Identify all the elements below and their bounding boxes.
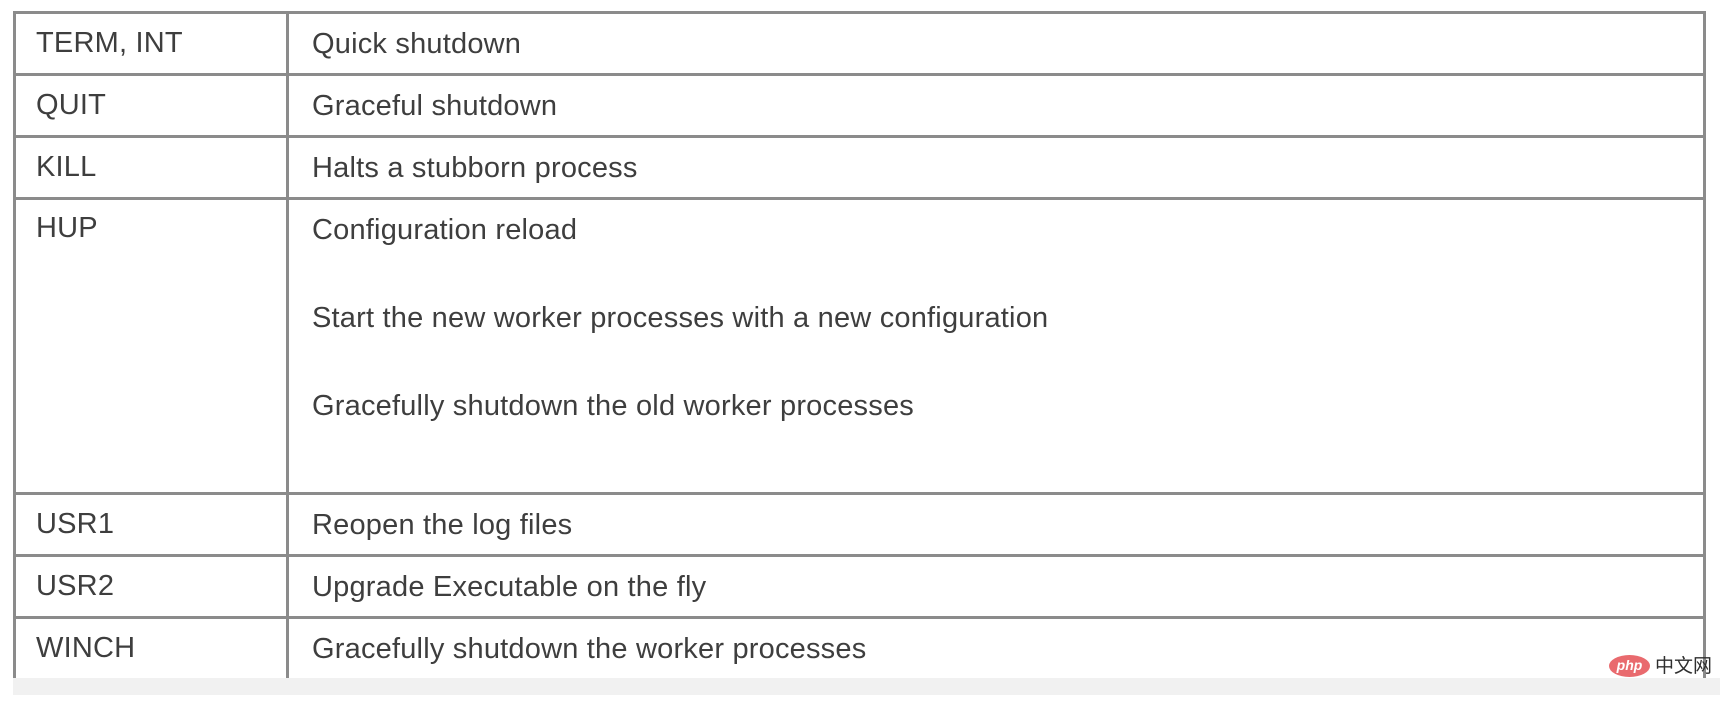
signal-cell: QUIT — [13, 73, 289, 138]
description-line: Quick shutdown — [312, 27, 522, 60]
signal-cell: KILL — [13, 135, 289, 200]
description-line: Graceful shutdown — [312, 89, 558, 122]
description-cell: Reopen the log files — [286, 492, 1706, 557]
signals-table: TERM, INT Quick shutdown QUIT Graceful s… — [13, 11, 1706, 681]
description-line: Gracefully shutdown the worker processes — [312, 632, 867, 665]
description-line: Halts a stubborn process — [312, 151, 638, 184]
footer-strip — [13, 678, 1720, 695]
description-cell: Halts a stubborn process — [286, 135, 1706, 200]
signal-cell: USR2 — [13, 554, 289, 619]
description-line: Start the new worker processes with a ne… — [312, 302, 1049, 334]
signal-cell: USR1 — [13, 492, 289, 557]
signal-cell: TERM, INT — [13, 11, 289, 76]
signal-cell: WINCH — [13, 616, 289, 681]
table-row: TERM, INT Quick shutdown — [13, 11, 1706, 76]
description-cell: Upgrade Executable on the fly — [286, 554, 1706, 619]
watermark-site-name: 中文网 — [1654, 655, 1712, 677]
table-row: QUIT Graceful shutdown — [13, 73, 1706, 138]
table-row: KILL Halts a stubborn process — [13, 135, 1706, 200]
description-cell: Quick shutdown — [286, 11, 1706, 76]
watermark: php 中文网 — [1608, 655, 1712, 677]
description-line: Reopen the log files — [312, 508, 573, 541]
description-line: Upgrade Executable on the fly — [312, 570, 707, 603]
table-row: USR2 Upgrade Executable on the fly — [13, 554, 1706, 619]
description-line: Gracefully shutdown the old worker proce… — [312, 390, 914, 422]
signals-table-body: TERM, INT Quick shutdown QUIT Graceful s… — [13, 11, 1706, 681]
description-cell: Gracefully shutdown the worker processes — [286, 616, 1706, 681]
description-cell: Graceful shutdown — [286, 73, 1706, 138]
signal-cell: HUP — [13, 197, 289, 495]
table-row: USR1 Reopen the log files — [13, 492, 1706, 557]
php-logo-icon: php — [1608, 655, 1650, 677]
table-row: WINCH Gracefully shutdown the worker pro… — [13, 616, 1706, 681]
description-line: Configuration reload — [312, 214, 578, 246]
